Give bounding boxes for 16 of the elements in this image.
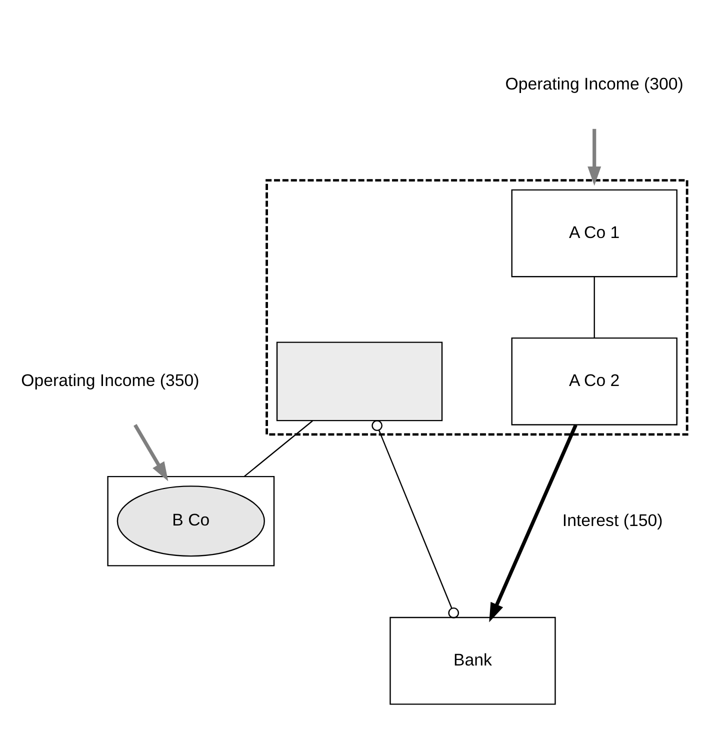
connector bbox=[372, 420, 460, 618]
arrow bbox=[134, 424, 168, 482]
node-box: Bank bbox=[390, 616, 556, 705]
node-ellipse: B Co bbox=[116, 486, 265, 557]
node-text: Operating Income (300) bbox=[505, 74, 684, 94]
cluster bbox=[266, 179, 688, 436]
node-box: A Co 2 bbox=[511, 337, 678, 426]
cluster bbox=[107, 476, 275, 566]
arrow bbox=[489, 424, 578, 622]
node-box: A Co 1 bbox=[511, 189, 678, 278]
connector bbox=[244, 420, 313, 478]
arrow bbox=[588, 128, 602, 186]
node-text: Operating Income (350) bbox=[21, 370, 200, 390]
edge-label: Interest (150) bbox=[562, 511, 663, 530]
node-box bbox=[276, 342, 443, 422]
connector bbox=[594, 277, 595, 338]
